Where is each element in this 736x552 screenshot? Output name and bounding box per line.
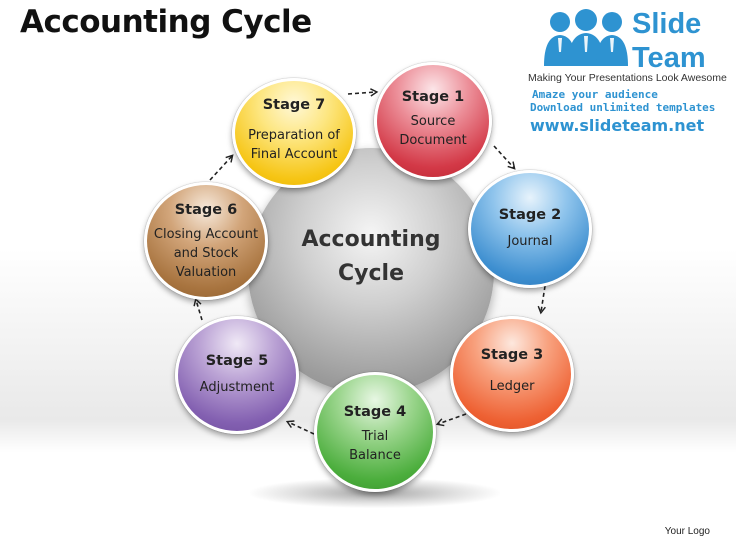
stage-7-title: Stage 7 [262,97,326,113]
page-title: Accounting Cycle [20,4,312,40]
logo-line-download: Download unlimited templates [530,101,716,114]
arrow-stage4-to-5 [285,420,315,435]
stage-1-circle: Stage 1 Source Document [374,62,492,180]
stage-5-desc: Adjustment [199,380,275,395]
arrow-stage7-to-1 [347,88,379,97]
arrow-stage1-to-2 [493,145,516,170]
stage-3-desc: Ledger [489,379,535,394]
stage-7-circle: Stage 7 Preparation of Final Account [232,78,356,188]
arrow-stage3-to-4 [435,413,467,427]
stage-2-circle: Stage 2 Journal [468,170,592,288]
stage-4-desc: Trial Balance [349,429,401,463]
stage-5-circle: Stage 5 Adjustment [175,316,299,434]
stage-2-title: Stage 2 [498,207,562,223]
stage-1-title: Stage 1 [401,89,465,105]
arrow-stage2-to-3 [537,285,546,315]
stage-3-title: Stage 3 [480,347,544,363]
stage-5-title: Stage 5 [205,353,269,369]
stage-6-desc: Closing Account and Stock Valuation [153,227,259,280]
stage-7-desc: Preparation of Final Account [248,128,340,162]
stage-2-desc: Journal [507,234,553,249]
center-label: Accounting Cycle [301,227,441,286]
footer-logo-placeholder: Your Logo [664,526,710,537]
logo-url: www.slideteam.net [530,116,705,135]
arrow-stage5-to-6 [193,297,203,321]
stage-6-title: Stage 6 [174,202,238,218]
stage-3-circle: Stage 3 Ledger [450,316,574,432]
slideteam-logo: Slide Team Making Your Presentations Loo… [528,8,728,138]
logo-line-amaze: Amaze your audience [532,88,658,101]
logo-word-slide: Slide [632,8,702,40]
arrow-stage6-to-7 [209,154,234,181]
stage-1-desc: Source Document [399,114,467,148]
people-icon [544,9,628,66]
logo-tagline: Making Your Presentations Look Awesome [528,72,727,84]
stage-4-title: Stage 4 [343,404,407,420]
logo-word-team: Team [632,42,706,74]
stage-6-circle: Stage 6 Closing Account and Stock Valuat… [144,182,268,300]
stage-4-circle: Stage 4 Trial Balance [314,372,436,492]
